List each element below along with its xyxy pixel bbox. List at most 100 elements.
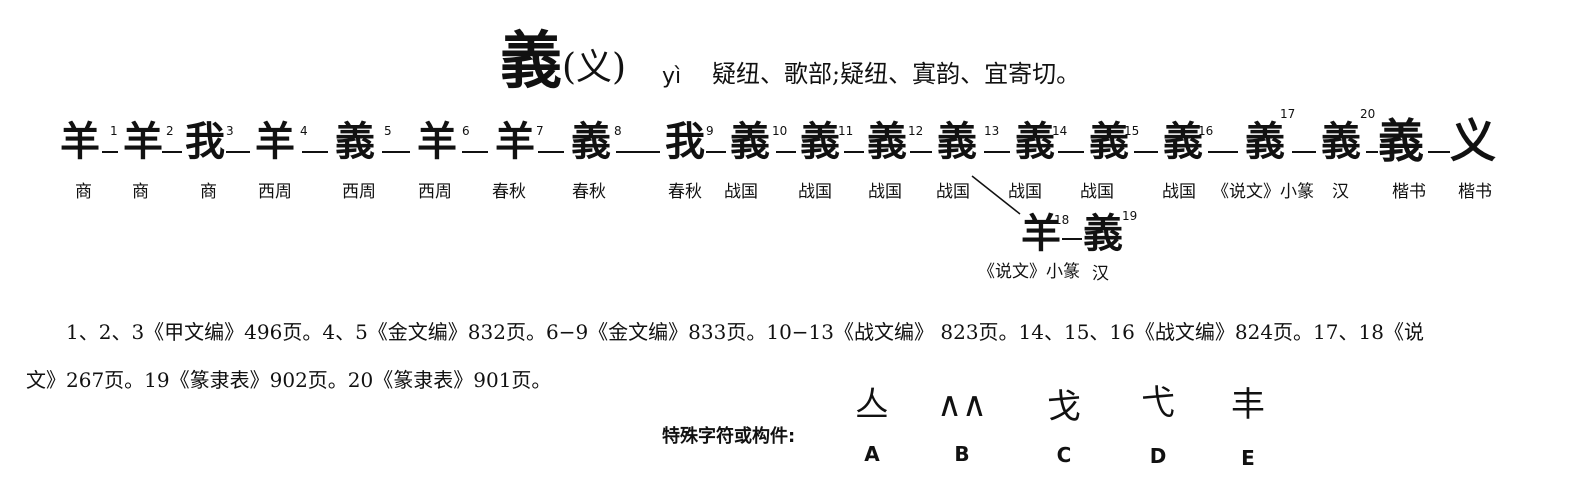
glyph-number: 11 [838,124,854,138]
glyph-4: 羊 [255,118,295,165]
glyph-period: 战国 [1008,182,1042,202]
component-c-letter: C [1056,443,1072,467]
simplified-form: (义) [562,47,627,88]
glyph-number: 5 [384,124,392,138]
glyph-2: 羊 [123,118,163,165]
glyph-9: 我 [665,118,705,165]
glyph-number: 7 [536,124,544,138]
special-components-label: 特殊字符或构件: [662,426,796,447]
glyph-17: 義 [1245,118,1285,165]
glyph-12: 義 [867,118,907,165]
glyph-period: 西周 [342,182,376,202]
glyph-period: 汉 [1092,264,1109,284]
connector-dash [984,151,1010,153]
glyph-number: 18 [1054,213,1070,227]
glyph-period: 楷书 [1458,182,1492,202]
component-a-glyph: 亼 [855,385,889,425]
glyph-number: 10 [772,124,788,138]
connector-dash [1058,151,1084,153]
component-d-letter: D [1149,444,1167,468]
glyph-number: 13 [984,124,1000,138]
component-e-glyph: 丰 [1231,385,1265,425]
component-b-glyph: ∧∧ [937,385,987,425]
glyph-period: 西周 [418,182,452,202]
glyph-3: 我 [185,118,225,165]
glyph-6: 羊 [417,118,457,165]
glyph-8: 義 [571,118,611,165]
connector-dash [462,151,488,153]
component-b-letter: B [954,442,970,466]
phonology-description: 疑纽、歌部;疑纽、寘韵、宜寄切。 [712,60,1081,88]
connector-dash [1292,151,1316,153]
glyph-number: 16 [1198,124,1214,138]
reference-line-2: 文》267页。19《篆隶表》902页。20《篆隶表》901页。 [26,368,552,392]
glyph-period: 战国 [798,182,832,202]
glyph-period: 商 [200,182,217,202]
connector-dash [1208,151,1238,153]
glyph-number: 6 [462,124,470,138]
glyph-number: 12 [908,124,924,138]
glyph-period: 战国 [724,182,758,202]
connector-dash [844,151,864,153]
glyph-7: 羊 [495,118,535,165]
glyph-period: 汉 [1332,182,1349,202]
glyph-14: 義 [1015,118,1055,165]
glyph-number: 4 [300,124,308,138]
pinyin: yì [662,64,682,89]
glyph-period: 春秋 [492,182,526,202]
glyph-period: 西周 [258,182,292,202]
connector-dash [1428,151,1450,153]
connector-dash [538,151,564,153]
reference-line-1: 1、2、3《甲文编》496页。4、5《金文编》832页。6−9《金文编》833页… [66,320,1424,344]
component-e-letter: E [1241,446,1255,470]
glyph-11: 義 [800,118,840,165]
glyph-number: 15 [1124,124,1140,138]
glyph-number: 14 [1052,124,1068,138]
glyph-number: 20 [1360,107,1376,121]
glyph-5: 義 [335,118,375,165]
connector-dash [382,151,410,153]
glyph-period: 战国 [868,182,902,202]
connector-dash [1062,238,1082,240]
glyph-period: 春秋 [668,182,702,202]
connector-dash [226,151,250,153]
glyph-10: 義 [730,118,770,165]
glyph-13: 義 [937,118,977,165]
glyph-19: 義 [1083,210,1123,257]
glyph-period: 春秋 [572,182,606,202]
glyph-period: 楷书 [1392,182,1426,202]
glyph-period: 《说文》小篆 [1212,182,1314,202]
glyph-number: 9 [706,124,714,138]
glyph-number: 19 [1122,209,1138,223]
connector-dash [1366,151,1378,153]
glyph-period: 战国 [1080,182,1114,202]
connector-dash [910,151,932,153]
connector-dash [776,151,796,153]
glyph-16: 義 [1163,118,1203,165]
glyph-number: 2 [166,124,174,138]
glyph-period: 《说文》小篆 [978,262,1080,282]
glyph-kaishu-simplified: 义 [1450,114,1496,168]
glyph-period: 战国 [1162,182,1196,202]
connector-dash [162,151,182,153]
connector-dash [102,151,118,153]
component-d-glyph: 弋 [1141,383,1175,423]
glyph-period: 商 [132,182,149,202]
connector-dash [706,151,726,153]
glyph-18: 羊 [1021,210,1061,257]
connector-dash [1134,151,1158,153]
connector-dash [302,151,328,153]
glyph-20: 義 [1321,118,1361,165]
glyph-number: 8 [614,124,622,138]
glyph-number: 17 [1280,107,1296,121]
glyph-period: 战国 [936,182,970,202]
connector-dash [616,151,660,153]
component-a-letter: A [864,442,880,466]
head-character: 義 [500,24,563,97]
glyph-1: 羊 [60,118,100,165]
branch-connector [971,175,1021,215]
glyph-15: 義 [1089,118,1129,165]
glyph-number: 1 [110,124,118,138]
glyph-period: 商 [75,182,92,202]
glyph-kaishu-traditional: 義 [1378,114,1424,168]
